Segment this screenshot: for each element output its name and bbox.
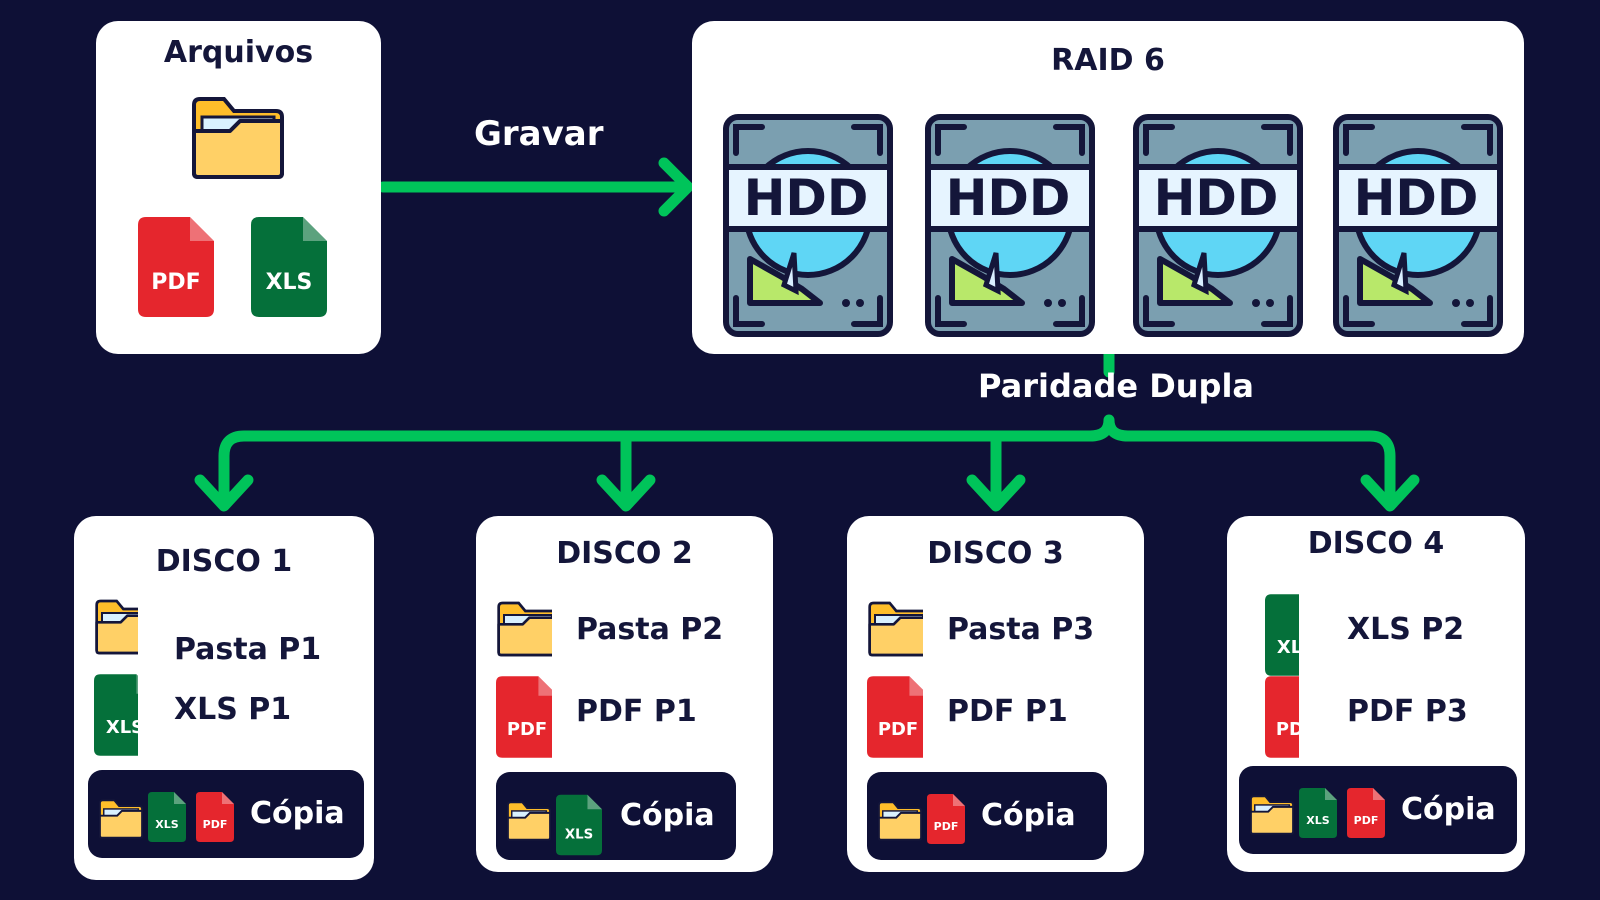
source-title: Arquivos — [163, 35, 314, 70]
svg-text:PDF: PDF — [151, 270, 200, 295]
folder-icon — [506, 800, 552, 846]
disk-item-label: Pasta P1 — [174, 632, 322, 667]
folder-icon — [496, 594, 552, 676]
disk-title: DISCO 3 — [927, 536, 1064, 571]
hdd-icon: HDD — [1132, 113, 1304, 342]
svg-text:PDF: PDF — [878, 719, 918, 740]
disk-title: DISCO 1 — [155, 544, 293, 579]
disk-item-label: Pasta P2 — [576, 612, 724, 647]
svg-text:XLS: XLS — [266, 270, 313, 295]
svg-text:PDF: PDF — [203, 818, 228, 831]
svg-text:PDF: PDF — [507, 719, 547, 740]
svg-text:XLS: XLS — [1306, 814, 1329, 827]
copy-block: XLS PDF Cópia — [1239, 766, 1517, 854]
copy-label: Cópia — [620, 798, 715, 833]
folder-icon — [1249, 794, 1295, 840]
xls-icon: XLS — [1299, 788, 1337, 842]
source-files-card: Arquivos PDF XLS — [96, 21, 381, 354]
svg-text:PDF: PDF — [934, 820, 959, 833]
write-arrow — [377, 157, 694, 217]
copy-label: Cópia — [1401, 792, 1496, 827]
folder-icon — [98, 798, 144, 844]
svg-text:HDD: HDD — [1354, 169, 1479, 227]
copy-label: Cópia — [250, 796, 345, 831]
svg-text:PDF: PDF — [1276, 719, 1299, 740]
disk-title: DISCO 4 — [1307, 526, 1445, 561]
disk-card-2: DISCO 2 Pasta P2 PDF PDF P1 XLS Cópia — [476, 516, 773, 872]
svg-text:XLS: XLS — [565, 827, 593, 842]
xls-icon: XLS — [148, 792, 186, 846]
hdd-icon: HDD — [722, 113, 894, 342]
disk-title: DISCO 2 — [556, 536, 693, 571]
pdf-icon: PDF — [496, 676, 552, 758]
pdf-icon: PDF — [1265, 676, 1299, 758]
disk-item-label: XLS P1 — [174, 692, 292, 727]
pdf-icon: PDF — [1347, 788, 1385, 842]
distribution-line — [218, 414, 1396, 506]
folder-icon — [867, 594, 923, 676]
hdd-icon: HDD — [924, 113, 1096, 342]
folder-icon — [877, 800, 923, 846]
raid-title: RAID 6 — [1051, 43, 1165, 78]
disk-card-3: DISCO 3 Pasta P3 PDF PDF P1 PDF Cópia — [847, 516, 1144, 872]
disk-card-1: DISCO 1 Pasta P1 XLS XLS P1 XLS PDF Cópia — [74, 516, 374, 880]
write-label: Gravar — [474, 114, 604, 154]
folder-icon — [190, 95, 286, 185]
disk-card-4: DISCO 4 XLS XLS P2 PDF PDF P3 XLS PDF Cópia — [1227, 516, 1525, 872]
parity-label: Paridade Dupla — [978, 367, 1254, 405]
disk-item-label: PDF P1 — [947, 694, 1068, 729]
copy-block: PDF Cópia — [867, 772, 1107, 860]
svg-text:HDD: HDD — [946, 169, 1071, 227]
xls-icon: XLS — [251, 217, 327, 321]
copy-block: XLS Cópia — [496, 772, 736, 860]
pdf-icon: PDF — [196, 792, 234, 846]
xls-icon: XLS — [94, 674, 138, 756]
disk-item-label: PDF P3 — [1347, 694, 1468, 729]
copy-label: Cópia — [981, 798, 1076, 833]
xls-icon: XLS — [1265, 594, 1299, 676]
disk-item-label: Pasta P3 — [947, 612, 1095, 647]
xls-icon: XLS — [556, 794, 602, 860]
raid-card: RAID 6 HDD HDD HDD HDD — [692, 21, 1524, 354]
pdf-icon: PDF — [867, 676, 923, 758]
svg-text:XLS: XLS — [1277, 637, 1299, 658]
pdf-icon: PDF — [138, 217, 214, 321]
svg-text:HDD: HDD — [744, 169, 869, 227]
hdd-icon: HDD — [1332, 113, 1504, 342]
copy-block: XLS PDF Cópia — [88, 770, 364, 858]
folder-icon — [94, 592, 138, 674]
disk-item-label: PDF P1 — [576, 694, 697, 729]
pdf-icon: PDF — [927, 794, 965, 848]
disk-item-label: XLS P2 — [1347, 612, 1465, 647]
svg-text:XLS: XLS — [106, 717, 138, 738]
svg-text:HDD: HDD — [1154, 169, 1279, 227]
svg-text:XLS: XLS — [155, 818, 178, 831]
svg-text:PDF: PDF — [1354, 814, 1379, 827]
